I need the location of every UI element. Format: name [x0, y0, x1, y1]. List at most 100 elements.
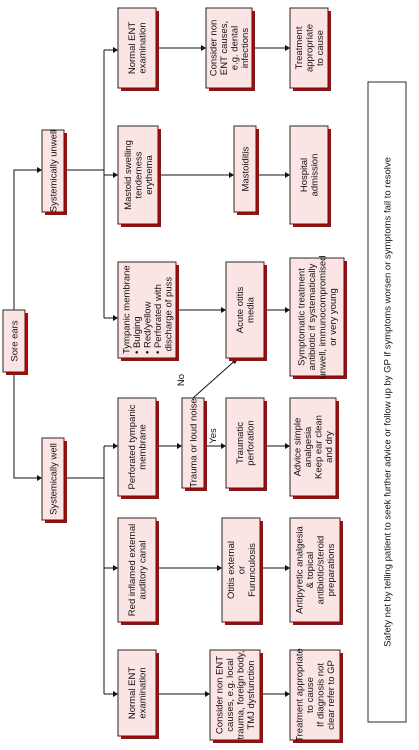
node-line: Advice simple	[293, 418, 304, 477]
node-line: & topical	[305, 552, 316, 588]
node-text: Hospitaladmission	[299, 154, 321, 197]
node-line: • Bulging	[132, 316, 143, 354]
node-line: Consider non	[209, 20, 220, 77]
node-line: Traumatic	[235, 422, 246, 464]
node-line: auditory canal	[138, 540, 149, 599]
arrowhead	[285, 172, 290, 178]
node-well: Systemically well	[41, 437, 67, 523]
edge-label-yes: Yes	[208, 428, 219, 444]
node-mastoid-sx: Mastoid swellingtendernesserythema	[117, 125, 161, 227]
node-text: Acute otitismedia	[235, 287, 257, 334]
arrowhead	[113, 47, 118, 53]
arrowhead	[113, 172, 118, 178]
node-w-treat: Treatment appropriateto causeIf diagnosi…	[289, 648, 343, 743]
node-line: e.g. dental	[230, 26, 241, 70]
node-line: Mastoiditis	[240, 146, 251, 191]
node-line: appropriate	[304, 24, 315, 72]
node-line: and dry	[324, 431, 335, 463]
node-safety: Safety net by telling patient to seek fu…	[367, 81, 407, 723]
node-u-treat: Treatmentappropriateto cause	[289, 7, 331, 91]
node-text: Advice simpleanalgesiaKeep ear cleanand …	[293, 415, 336, 479]
node-line: Treatment	[294, 26, 305, 69]
node-line: Symptomatic treatment	[297, 268, 308, 366]
node-line: Safety net by telling patient to seek fu…	[382, 157, 393, 647]
node-text: Antipyretic analgesia& topicalantibiotic…	[295, 525, 338, 613]
node-traumatic: Traumaticperforation	[225, 397, 267, 491]
node-line: or	[236, 566, 247, 574]
node-line: Normal ENT	[127, 22, 138, 74]
node-text: Mastoid swellingtendernesserythema	[123, 140, 155, 210]
arrowhead	[285, 691, 290, 697]
node-line: antibiotic/steroid	[316, 536, 327, 605]
node-line: Perforated tympanic	[127, 404, 138, 489]
node-text: Mastoiditis	[240, 146, 251, 191]
node-unwell: Systemically unwell	[41, 129, 67, 215]
arrowhead	[205, 691, 210, 697]
node-line: examination	[138, 667, 149, 718]
node-text: Treatmentappropriateto cause	[294, 24, 326, 72]
node-line: Keep ear clean	[314, 415, 325, 479]
connector	[192, 357, 239, 399]
node-line: analgesia	[303, 426, 314, 467]
node-line: to cause	[315, 30, 326, 66]
arrowhead	[285, 45, 290, 51]
edge-label-no: No	[176, 374, 187, 386]
node-line: • Perforated with	[153, 284, 164, 354]
node-line: membrane	[138, 424, 149, 469]
node-line: Red inflamed external	[127, 524, 138, 616]
node-text: Systemically unwell	[48, 130, 59, 212]
node-line: If diagnosis not	[316, 663, 327, 727]
node-line: unwell, immunocompromised	[318, 255, 329, 378]
node-line: admission	[310, 154, 321, 197]
arrowhead	[229, 172, 234, 178]
connector	[13, 372, 42, 479]
node-w-normal: Normal ENTexamination	[117, 649, 159, 739]
node-u-nonent: Consider nonENT causes,e.g. dentalinfect…	[205, 7, 255, 91]
node-line: Sore ears	[9, 320, 20, 361]
node-antipyretic: Antipyretic analgesia& topicalantibiotic…	[289, 517, 343, 625]
node-line: tenderness	[133, 151, 144, 198]
node-line: Treatment appropriate	[295, 648, 306, 742]
node-line: Hospital	[299, 158, 310, 192]
node-line: or very young	[328, 288, 339, 346]
node-text: Red inflamed externalauditory canal	[127, 524, 148, 616]
node-line: causes, e.g. local	[225, 658, 236, 731]
node-line: discharge of puss	[163, 277, 174, 354]
node-line: trauma, foreign body,	[236, 650, 247, 739]
arrowhead	[221, 443, 226, 449]
node-advice: Advice simpleanalgesiaKeep ear cleanand …	[289, 397, 339, 499]
node-line: to cause	[305, 677, 316, 713]
node-line: Consider non ENT	[215, 656, 226, 734]
arrowhead	[113, 691, 118, 697]
node-text: Otitis externalorFurunculosis	[226, 541, 258, 599]
node-line: erythema	[144, 154, 155, 194]
node-text: Treatment appropriateto causeIf diagnosi…	[295, 648, 338, 742]
node-root: Sore ears	[2, 309, 28, 375]
connector	[13, 169, 42, 310]
node-text: Consider nonENT causes,e.g. dentalinfect…	[209, 20, 252, 77]
arrowhead	[37, 167, 42, 173]
node-line: Tympanic membrane	[121, 265, 132, 354]
node-text: Trauma or loud noise	[188, 398, 199, 487]
node-line: Furunculosis	[247, 543, 258, 597]
node-text: Safety net by telling patient to seek fu…	[382, 157, 393, 647]
node-line: Systemically well	[48, 443, 59, 515]
node-line: TMJ dysfunction	[246, 660, 257, 729]
node-line: ENT causes,	[219, 21, 230, 75]
node-text: Normal ENTexamination	[127, 22, 148, 74]
arrowhead	[113, 443, 118, 449]
node-aom: Acute otitismedia	[225, 261, 267, 361]
node-line: perforation	[246, 420, 257, 465]
node-text: Sore ears	[9, 320, 20, 361]
node-otitis-ext: Otitis externalorFurunculosis	[221, 517, 263, 625]
arrowhead	[285, 565, 290, 571]
node-symptomatic: Symptomatic treatmentantibiotic if syste…	[289, 255, 347, 379]
node-line: Otitis external	[226, 541, 237, 599]
node-perforated: Perforated tympanicmembrane	[117, 397, 159, 499]
node-text: Consider non ENTcauses, e.g. localtrauma…	[215, 650, 258, 739]
arrowhead	[285, 443, 290, 449]
node-text: Tympanic membrane• Bulging• Red/yellow• …	[121, 265, 174, 354]
node-line: Trauma or loud noise	[188, 398, 199, 487]
node-text: Traumaticperforation	[235, 420, 257, 465]
